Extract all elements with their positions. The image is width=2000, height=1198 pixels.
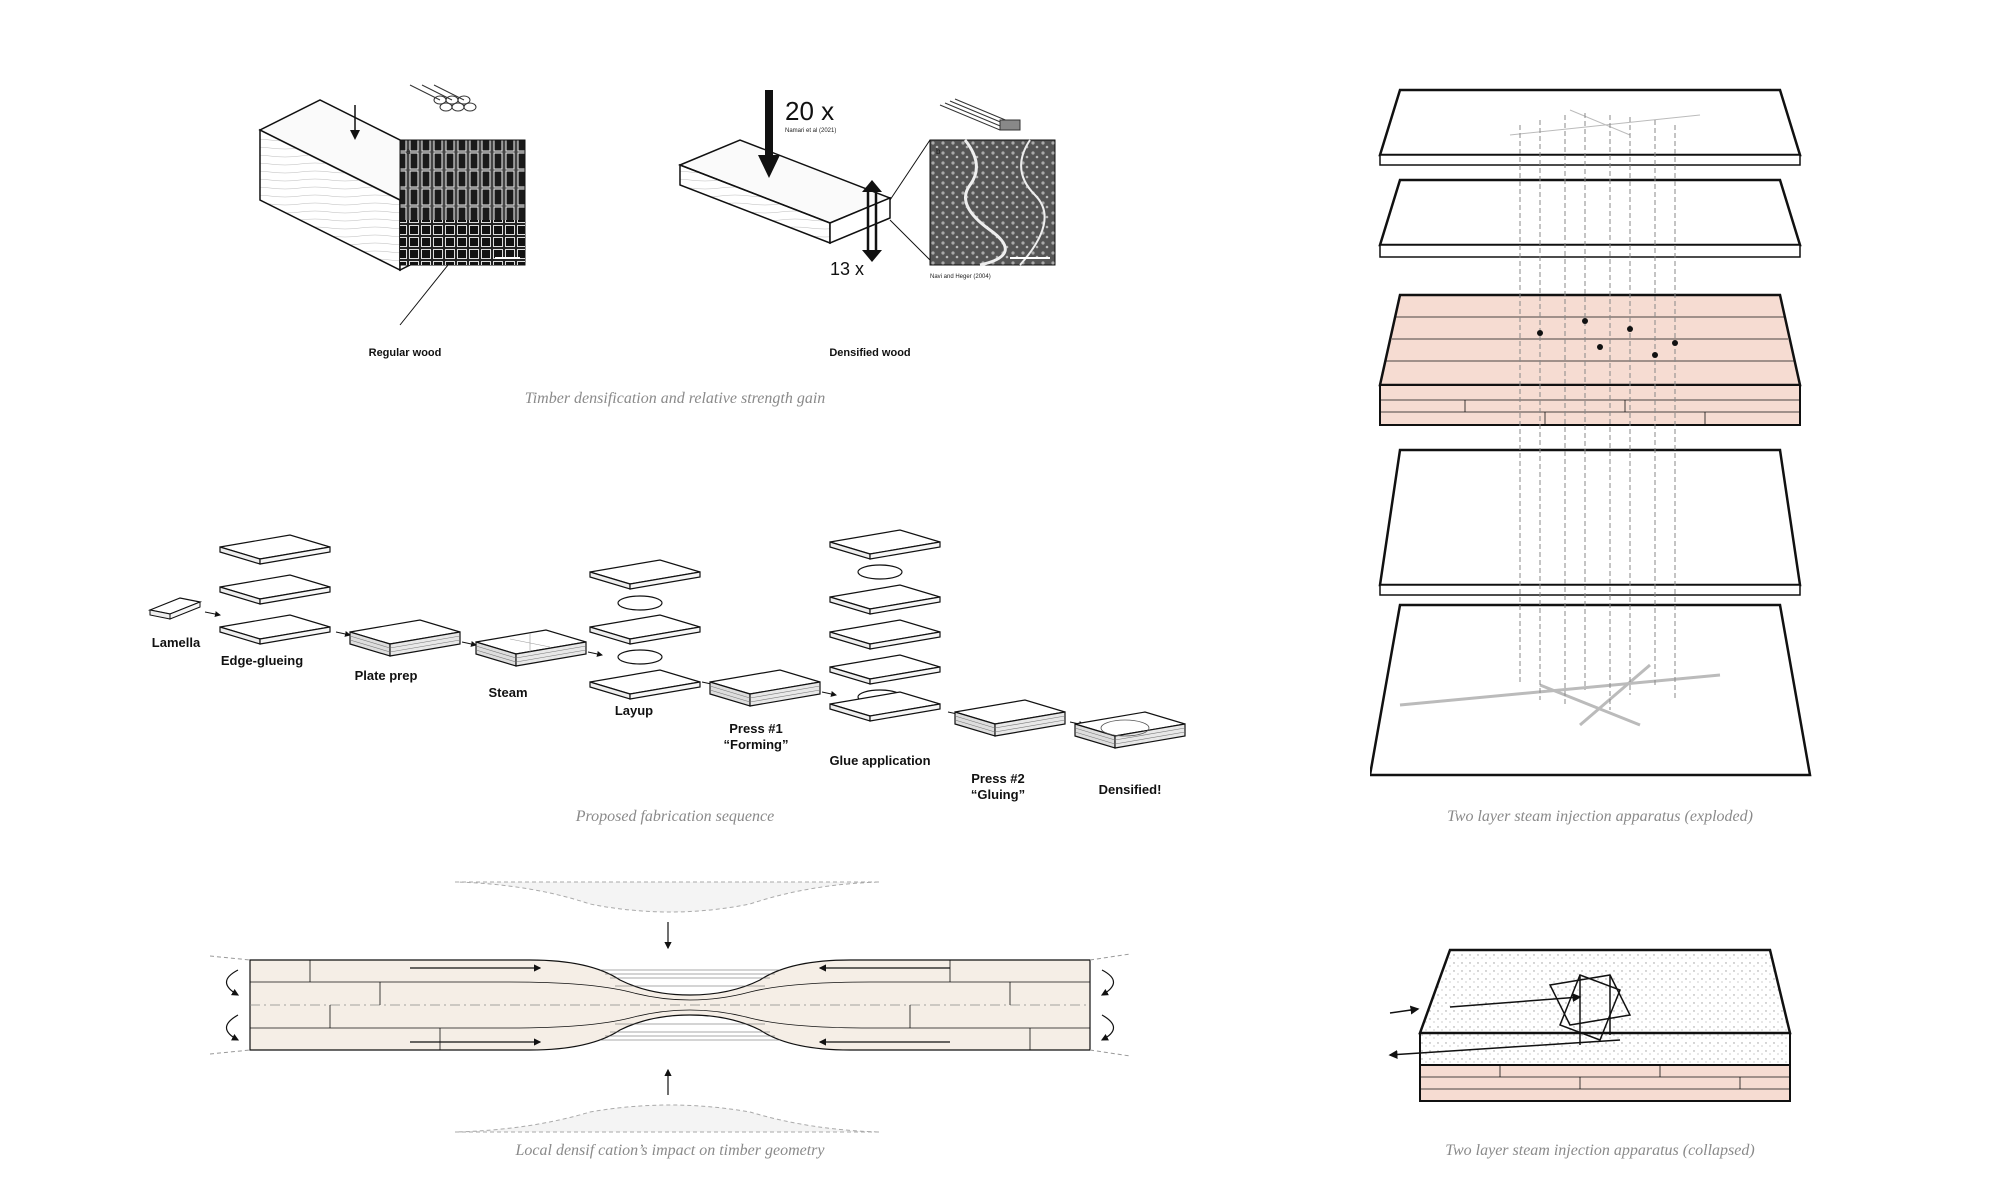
regular-micrograph: a bbox=[399, 139, 526, 326]
svg-text:Densified!: Densified! bbox=[1099, 782, 1162, 797]
svg-text:Edge-glueing: Edge-glueing bbox=[221, 653, 303, 668]
svg-text:“Forming”: “Forming” bbox=[724, 737, 789, 752]
fabrication-sequence-figure: Lamella Edge-glueing Plate prep Steam bbox=[147, 529, 1186, 802]
step-densified: Densified! bbox=[1074, 711, 1186, 797]
load-arrow-large bbox=[765, 90, 773, 160]
collapsed-timber-core bbox=[1419, 1064, 1791, 1102]
svg-text:Steam: Steam bbox=[488, 685, 527, 700]
step-press-2: Press #2 “Gluing” bbox=[954, 699, 1066, 802]
collapsed-apparatus-panel bbox=[1380, 945, 1800, 1115]
citation-bottom: Navi and Heger (2004) bbox=[930, 274, 991, 280]
collapsed-apparatus-figure bbox=[1388, 948, 1792, 1102]
stiffness-factor: 13 x bbox=[830, 259, 864, 279]
layer-timber-core bbox=[1378, 293, 1802, 426]
step-edge-glueing: Edge-glueing bbox=[219, 534, 331, 668]
collapsed-top-surface bbox=[1418, 948, 1792, 1035]
citation-top: Namari et al (2021) bbox=[785, 128, 836, 134]
caption-geometry: Local densif cation’s impact on timber g… bbox=[515, 1142, 825, 1159]
fabrication-sequence-panel: Lamella Edge-glueing Plate prep Steam bbox=[140, 520, 1210, 810]
svg-text:“Gluing”: “Gluing” bbox=[971, 787, 1025, 802]
densified-micrograph: b bbox=[889, 139, 1056, 267]
svg-text:Press #2: Press #2 bbox=[971, 771, 1025, 786]
svg-text:a: a bbox=[406, 147, 411, 156]
caption-collapsed: Two layer steam injection apparatus (col… bbox=[1445, 1142, 1755, 1159]
exploded-apparatus-figure bbox=[1370, 88, 1812, 777]
collapsed-steam-circuit bbox=[1548, 974, 1632, 1045]
step-layup: Layup bbox=[589, 559, 701, 718]
step-glue-application: Glue application bbox=[829, 529, 941, 768]
layer-lower-plate bbox=[1378, 448, 1802, 596]
strength-factor: 20 x bbox=[785, 96, 834, 126]
layer-second-plate bbox=[1378, 178, 1802, 258]
step-press-1: Press #1 “Forming” bbox=[709, 669, 821, 752]
svg-text:Press #1: Press #1 bbox=[729, 721, 783, 736]
timber-section bbox=[210, 953, 1130, 1057]
steam-pipes bbox=[1519, 113, 1676, 710]
regular-wood-label: Regular wood bbox=[369, 347, 442, 359]
geometry-panel bbox=[210, 870, 1130, 1140]
svg-text:b: b bbox=[936, 147, 941, 156]
densification-figure: a Regular wood 20 x Namari et al (2021) … bbox=[258, 84, 1056, 359]
geometry-figure bbox=[210, 881, 1130, 1133]
fibre-bundle-regular bbox=[409, 84, 477, 112]
caption-exploded: Two layer steam injection apparatus (exp… bbox=[1447, 808, 1753, 825]
step-plate-prep: Plate prep bbox=[349, 619, 461, 683]
fibre-bundle-densified bbox=[939, 98, 1021, 131]
densified-wood-beam bbox=[677, 90, 893, 262]
svg-text:Glue application: Glue application bbox=[829, 753, 930, 768]
svg-text:Lamella: Lamella bbox=[152, 635, 201, 650]
svg-text:Layup: Layup bbox=[615, 703, 653, 718]
densification-panel: a Regular wood 20 x Namari et al (2021) … bbox=[240, 80, 1100, 380]
layer-top-plate bbox=[1378, 88, 1802, 166]
svg-text:Plate prep: Plate prep bbox=[355, 668, 418, 683]
exploded-apparatus-panel bbox=[1370, 85, 1830, 785]
caption-fabrication-sequence: Proposed fabrication sequence bbox=[575, 808, 775, 825]
step-steam: Steam bbox=[475, 629, 587, 700]
caption-densification: Timber densification and relative streng… bbox=[524, 390, 826, 407]
densified-wood-label: Densified wood bbox=[829, 347, 910, 359]
step-lamella: Lamella bbox=[147, 597, 203, 650]
layer-base-plate bbox=[1370, 603, 1812, 777]
